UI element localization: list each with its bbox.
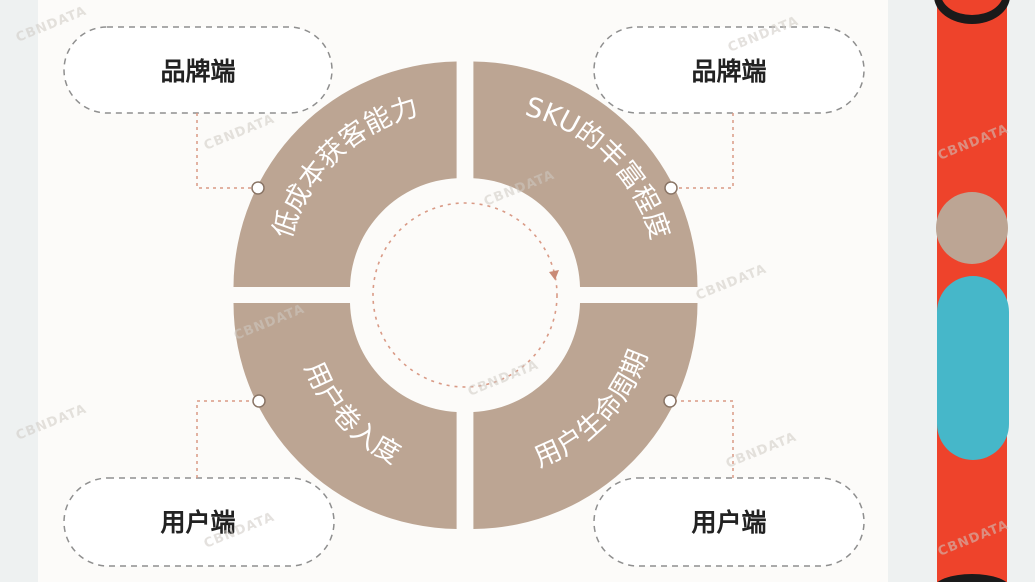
ring-segment-top-right	[473, 61, 698, 287]
node-top-left	[251, 181, 265, 195]
node-bottom-right	[663, 394, 677, 408]
watermark: CBNDATA	[724, 430, 799, 472]
box-bottom-left	[63, 477, 335, 567]
box-bottom-right	[593, 477, 865, 567]
side-bottom-cap	[937, 574, 1007, 582]
ring-segment-bottom-left	[233, 303, 457, 529]
node-top-right	[664, 181, 678, 195]
connector-top-right	[672, 113, 734, 189]
node-bottom-left	[252, 394, 266, 408]
connector-top-left	[196, 113, 257, 189]
box-label-bottom-right: 用户端	[691, 508, 766, 537]
box-label-top-right: 品牌端	[691, 57, 766, 86]
side-top-cap-inner	[942, 0, 1002, 15]
watermark: CBNDATA	[202, 112, 277, 154]
inner-cycle-circle	[372, 202, 558, 388]
ring-segment-bottom-right	[473, 303, 698, 529]
connector-bottom-left	[196, 400, 259, 478]
side-blue-pill	[937, 276, 1009, 460]
watermark: CBNDATA	[694, 262, 769, 304]
box-label-bottom-left: 用户端	[160, 508, 235, 537]
watermark: CBNDATA	[466, 358, 541, 400]
ring-segment-top-left	[233, 61, 457, 287]
box-label-top-left: 品牌端	[160, 57, 235, 86]
connector-bottom-right	[670, 400, 734, 478]
cycle-arrow-icon	[549, 270, 559, 280]
box-top-right	[593, 26, 865, 114]
box-top-left	[63, 26, 333, 114]
side-beige-circle	[936, 192, 1008, 264]
watermark: CBNDATA	[14, 402, 89, 444]
